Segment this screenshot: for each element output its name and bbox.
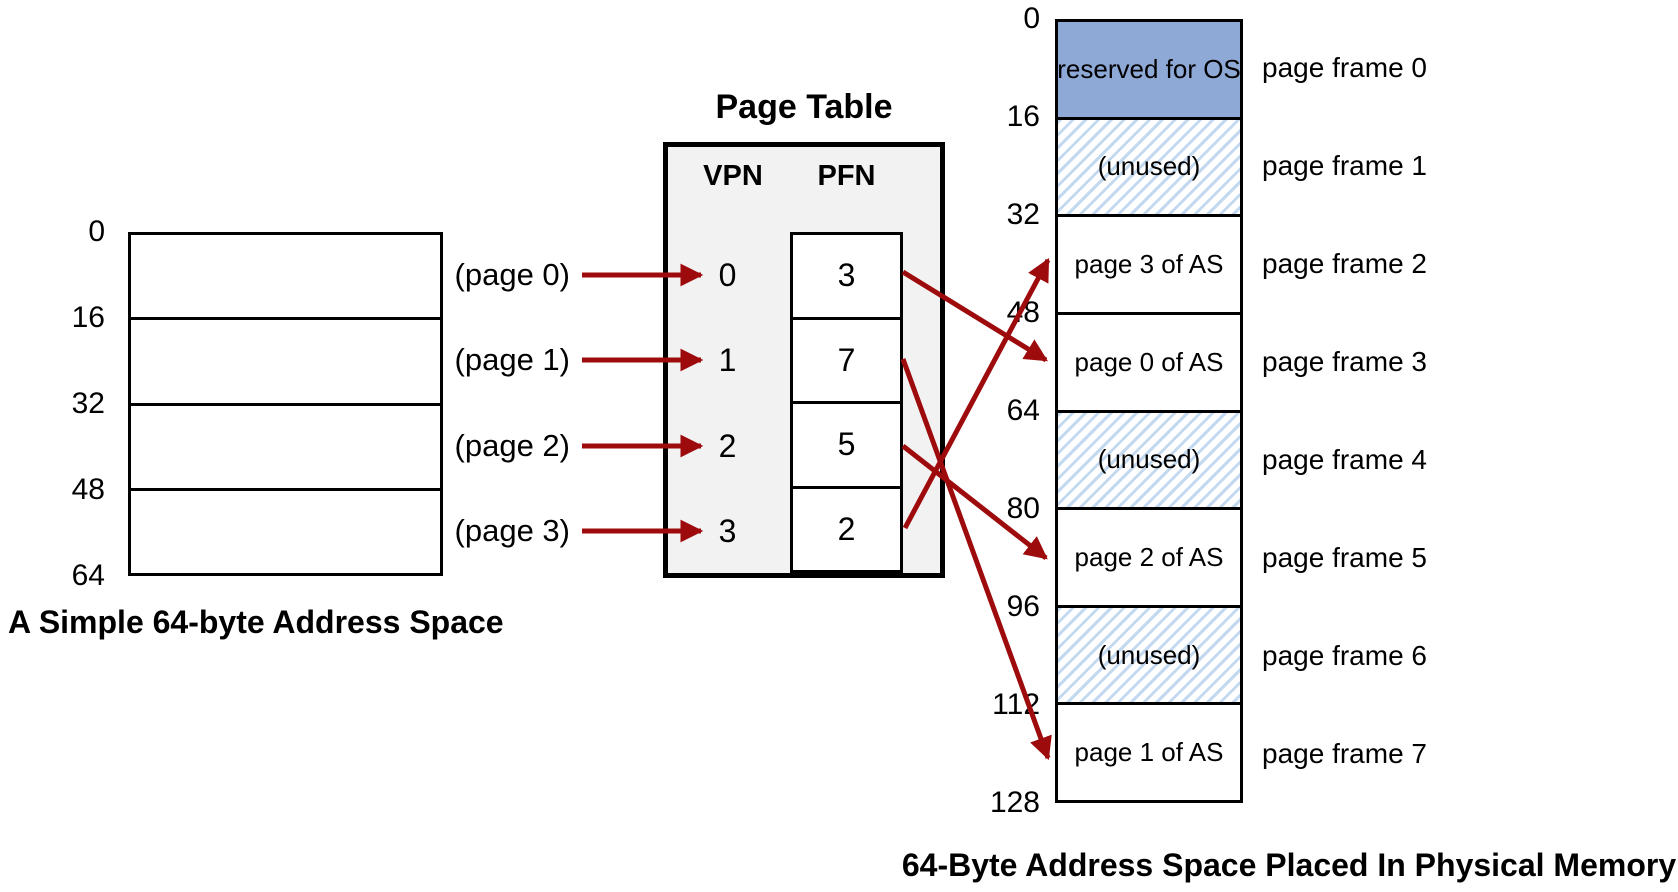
address-space-page-3 <box>131 487 440 573</box>
frame-name-3: page frame 3 <box>1262 346 1427 377</box>
memory-frame-0: reserved for OS <box>1057 22 1241 117</box>
pm-address-label-48: 48 <box>1006 296 1040 329</box>
pm-address-label-80: 80 <box>1006 492 1040 525</box>
as-address-label-16: 16 <box>71 301 105 334</box>
page-1-label: (page 1) <box>454 342 570 377</box>
pfn-cell-3: 2 <box>793 485 900 570</box>
pfn-cell-0: 3 <box>793 235 900 317</box>
frame-name-0: page frame 0 <box>1262 52 1427 83</box>
vpn-value-0: 0 <box>718 257 737 293</box>
page-2-label: (page 2) <box>454 428 570 463</box>
pfn-cell-2: 5 <box>793 401 900 486</box>
memory-frame-2: page 3 of AS <box>1058 214 1240 312</box>
vpn-value-2: 2 <box>718 428 737 464</box>
vpn-column-header: VPN <box>703 160 763 192</box>
vpn-value-1: 1 <box>718 342 737 378</box>
vpn-value-3: 3 <box>718 513 737 549</box>
address-space-page-2 <box>131 402 440 488</box>
as-address-label-48: 48 <box>71 473 105 506</box>
page-table-title: Page Table <box>715 88 893 126</box>
pm-address-label-64: 64 <box>1006 394 1040 427</box>
page-0-label: (page 0) <box>454 257 570 292</box>
as-address-label-64: 64 <box>71 559 105 592</box>
pfn-cell-1: 7 <box>793 316 900 401</box>
pm-address-label-16: 16 <box>1006 100 1040 133</box>
physical-memory-column: reserved for OS (unused) page 3 of AS pa… <box>1055 19 1243 803</box>
pm-address-label-96: 96 <box>1006 590 1040 623</box>
pm-address-label-0: 0 <box>1023 2 1040 35</box>
frame-name-5: page frame 5 <box>1262 542 1427 573</box>
address-space-page-1 <box>131 317 440 402</box>
pm-address-label-112: 112 <box>992 688 1040 721</box>
memory-frame-6: (unused) <box>1058 604 1240 703</box>
as-address-label-32: 32 <box>71 387 105 420</box>
memory-frame-5: page 2 of AS <box>1058 507 1240 605</box>
memory-frame-4: (unused) <box>1058 409 1240 508</box>
pm-address-label-128: 128 <box>989 786 1040 819</box>
caption-address-space: A Simple 64-byte Address Space <box>8 604 504 640</box>
frame-name-1: page frame 1 <box>1262 150 1427 181</box>
page-3-label: (page 3) <box>454 513 570 548</box>
caption-physical-memory: 64-Byte Address Space Placed In Physical… <box>901 847 1677 883</box>
as-address-label-0: 0 <box>88 215 105 248</box>
frame-name-4: page frame 4 <box>1262 444 1427 475</box>
frame-name-7: page frame 7 <box>1262 738 1427 769</box>
pfn-column: 3 7 5 2 <box>790 232 903 573</box>
frame-name-2: page frame 2 <box>1262 248 1427 279</box>
pfn-column-header: PFN <box>817 160 876 192</box>
memory-frame-1: (unused) <box>1058 116 1240 215</box>
address-space-box <box>128 232 443 576</box>
address-space-page-0 <box>131 235 440 317</box>
memory-frame-7: page 1 of AS <box>1058 702 1240 800</box>
frame-name-6: page frame 6 <box>1262 640 1427 671</box>
pm-address-label-32: 32 <box>1006 198 1040 231</box>
memory-frame-3: page 0 of AS <box>1058 311 1240 410</box>
